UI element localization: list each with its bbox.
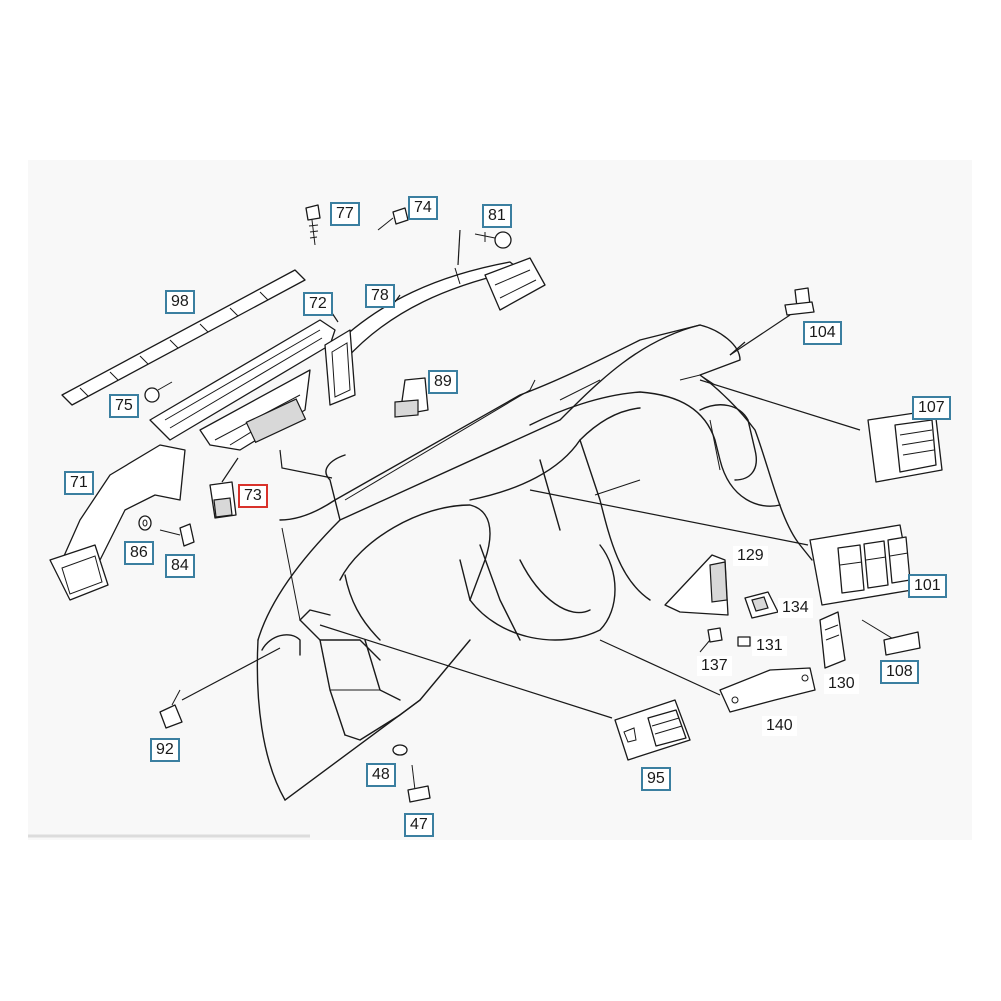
callout-140[interactable]: 140: [762, 716, 797, 736]
callout-74[interactable]: 74: [408, 196, 438, 220]
callout-101[interactable]: 101: [908, 574, 947, 598]
plug-104: [729, 287, 815, 356]
screw-47: [407, 764, 431, 803]
clip-75: [144, 381, 173, 403]
trim-panel-129: [664, 554, 729, 616]
screw-81: [474, 231, 512, 249]
callout-92[interactable]: 92: [150, 738, 180, 762]
screw-77: [305, 204, 321, 246]
switch-134: [744, 591, 779, 619]
screw-74: [377, 207, 409, 231]
defroster-strip-98: [61, 269, 306, 406]
callout-107[interactable]: 107: [912, 396, 951, 420]
callout-104[interactable]: 104: [803, 321, 842, 345]
callout-47[interactable]: 47: [404, 813, 434, 837]
callout-71[interactable]: 71: [64, 471, 94, 495]
callout-77[interactable]: 77: [330, 202, 360, 226]
callout-81[interactable]: 81: [482, 204, 512, 228]
callout-108[interactable]: 108: [880, 660, 919, 684]
callout-84[interactable]: 84: [165, 554, 195, 578]
washer-48: [392, 744, 408, 756]
dashboard-body: [256, 324, 813, 801]
callout-72[interactable]: 72: [303, 292, 333, 316]
vent-107: [699, 379, 943, 483]
callout-78[interactable]: 78: [365, 284, 395, 308]
washer-86: [138, 515, 152, 531]
callout-98[interactable]: 98: [165, 290, 195, 314]
callout-137[interactable]: 137: [697, 656, 732, 676]
harness-108: [861, 619, 921, 656]
sensor-73: [209, 457, 239, 519]
bracket-89: [394, 377, 429, 418]
callout-131[interactable]: 131: [752, 636, 787, 656]
callout-129[interactable]: 129: [733, 546, 768, 566]
callout-95[interactable]: 95: [641, 767, 671, 791]
vent-ring: [324, 329, 356, 406]
center-defroster-72: [149, 319, 336, 451]
vent-95: [319, 624, 691, 761]
callout-89[interactable]: 89: [428, 370, 458, 394]
callout-75[interactable]: 75: [109, 394, 139, 418]
callout-134[interactable]: 134: [778, 598, 813, 618]
knob-130: [819, 611, 846, 669]
callout-86[interactable]: 86: [124, 541, 154, 565]
callout-73[interactable]: 73: [238, 484, 268, 508]
bracket-140: [599, 639, 816, 713]
screw-137: [699, 627, 723, 653]
screw-84: [159, 523, 195, 547]
switch-panel-101: [529, 489, 913, 606]
callout-48[interactable]: 48: [366, 763, 396, 787]
clip-131: [737, 636, 751, 647]
left-duct-71: [49, 444, 186, 601]
clip-92: [159, 647, 281, 729]
callout-130[interactable]: 130: [824, 674, 859, 694]
